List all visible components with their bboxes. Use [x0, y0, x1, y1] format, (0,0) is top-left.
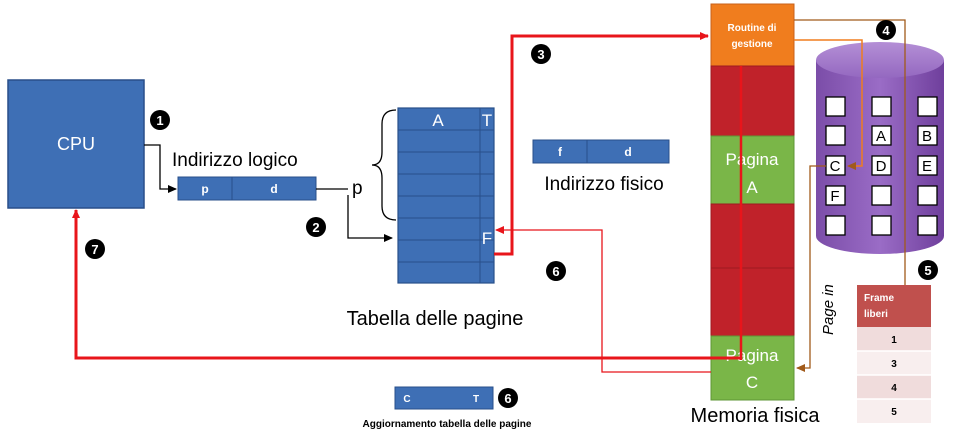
page-table: A T F — [397, 107, 495, 284]
table-brace — [371, 109, 397, 221]
routine-label-2: gestione — [731, 39, 773, 50]
step-4-badge: 4 — [876, 20, 896, 40]
update-field-t: T — [473, 394, 479, 405]
page-c-label-2: C — [746, 373, 758, 392]
svg-text:1: 1 — [156, 113, 163, 128]
step-1-badge: 1 — [150, 110, 170, 130]
free-frame-item: 3 — [891, 359, 897, 370]
page-a-label-1: Pagina — [726, 150, 779, 169]
step-5-badge: 5 — [918, 260, 938, 280]
svg-text:6: 6 — [552, 264, 559, 279]
logical-address-caption: Indirizzo logico — [172, 150, 298, 171]
physical-address-caption: Indirizzo fisico — [544, 174, 663, 195]
logical-field-p: p — [201, 182, 208, 196]
free-frame-item: 4 — [891, 383, 897, 394]
disk-page-d: D — [876, 158, 887, 175]
table-update-box: C T — [394, 386, 494, 410]
svg-text:3: 3 — [537, 47, 544, 62]
cpu-box: CPU — [7, 79, 145, 209]
table-header-a: A — [432, 111, 444, 130]
table-missing-mark: F — [482, 229, 492, 248]
disk-lookup-arrow — [794, 39, 863, 170]
svg-text:4: 4 — [882, 23, 890, 38]
page-table-caption: Tabella delle pagine — [347, 308, 524, 330]
free-frame-arrow — [794, 19, 909, 411]
physical-field-d: d — [624, 145, 631, 159]
restart-arrow — [72, 209, 741, 360]
step-3-badge: 3 — [531, 44, 551, 64]
svg-text:7: 7 — [91, 242, 98, 257]
free-frame-item: 5 — [891, 407, 897, 418]
page-in-label: Page in — [820, 284, 837, 335]
index-label-p: p — [352, 178, 363, 199]
trap-arrow — [494, 32, 709, 256]
logical-field-d: d — [270, 182, 277, 196]
step-7-badge: 7 — [85, 239, 105, 259]
logical-address-box: p d — [177, 176, 317, 201]
step-6-update-badge: 6 — [498, 388, 518, 408]
index-arrow — [347, 195, 393, 242]
disk-page-c: C — [830, 158, 841, 175]
cpu-label: CPU — [57, 134, 95, 154]
disk-page-b: B — [922, 128, 932, 145]
table-update-caption: Aggiornamento tabella delle pagine — [363, 419, 532, 430]
routine-label-1: Routine di — [728, 23, 777, 34]
table-update-arrow — [495, 226, 711, 373]
svg-text:2: 2 — [312, 220, 319, 235]
disk-page-f: F — [830, 188, 839, 205]
step-6-badge: 6 — [546, 261, 566, 281]
free-frames-header-1: Frame — [864, 293, 894, 304]
svg-text:5: 5 — [924, 263, 931, 278]
free-frames-header-2: liberi — [864, 309, 888, 320]
page-a-label-2: A — [746, 178, 758, 197]
free-frame-item: 1 — [891, 335, 897, 346]
table-header-t: T — [482, 111, 492, 130]
step-2-badge: 2 — [306, 217, 326, 237]
free-frames-table: Frame liberi 1 3 4 5 — [857, 285, 931, 423]
memory-caption: Memoria fisica — [691, 405, 821, 427]
physical-address-box: f d — [532, 139, 670, 164]
disk-page-a: A — [876, 128, 886, 145]
disk-cylinder: A B C D E F — [816, 42, 944, 254]
page-in-arrow — [796, 165, 826, 372]
physical-field-f: f — [558, 145, 563, 159]
update-field-c: C — [403, 394, 410, 405]
cpu-to-logical-arrow — [144, 144, 177, 193]
page-c-label-1: Pagina — [726, 346, 779, 365]
disk-page-e: E — [922, 158, 932, 175]
physical-memory: Routine di gestione Pagina A Pagina C — [710, 3, 795, 401]
svg-text:6: 6 — [504, 391, 511, 406]
